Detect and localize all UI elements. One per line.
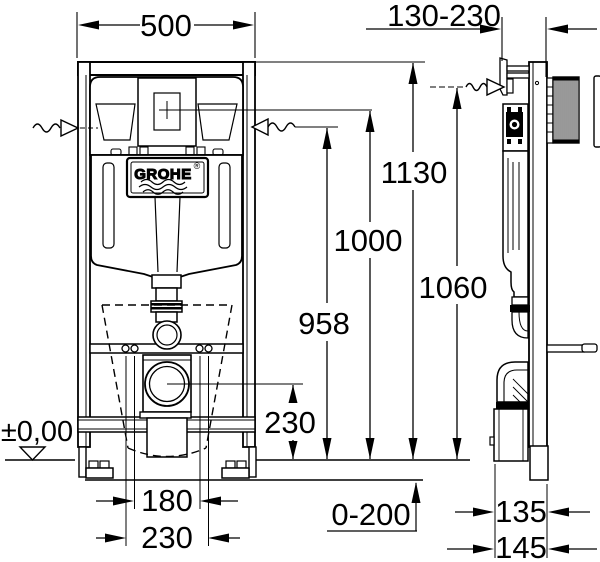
level-triangle-icon — [18, 446, 47, 462]
water-supply-arrows — [32, 77, 506, 138]
wall-strip — [593, 75, 600, 148]
floor-level-label: ±0,00 — [1, 416, 73, 448]
dim-bracket-depth-range-label: 130-230 — [387, 0, 501, 33]
cistern-profile — [502, 150, 529, 298]
tank-molding-left — [95, 103, 136, 141]
dim-bracket-height: 1060 — [419, 88, 488, 459]
wc-pan-outline — [101, 304, 233, 458]
dim-bracket-depth-range: 130-230 — [366, 0, 597, 77]
dim-depths: 135 145 — [447, 464, 597, 562]
dim-frame-width: 500 — [76, 8, 256, 58]
dim-flush-pipe-height-label: 1000 — [334, 223, 403, 258]
dim-outlet-height-label: 230 — [264, 405, 316, 440]
logo-waves — [138, 178, 188, 195]
dim-supply-height: 958 — [295, 126, 350, 459]
dim-depth-135-label: 135 — [495, 494, 547, 529]
dim-frame-height-label: 1130 — [381, 155, 448, 190]
dim-bolt-spacing-230-label: 230 — [141, 520, 193, 555]
dimensions: 500 130-230 1130 1000 — [76, 0, 597, 562]
grohe-logo-plate: GROHE ® — [125, 156, 210, 199]
registered-mark: ® — [194, 161, 201, 171]
side-rail — [528, 61, 548, 448]
dim-bolt-spacing-180-label: 180 — [141, 483, 193, 518]
side-view — [489, 57, 600, 481]
actuator-rod — [546, 343, 598, 353]
floor-reference: ±0,00 — [1, 416, 470, 481]
dim-outlet-height: 230 — [167, 383, 316, 459]
dim-foot-adjust-label: 0-200 — [331, 497, 410, 532]
tank-molding-right — [197, 103, 238, 141]
flush-pipe-side — [510, 296, 530, 339]
dim-foot-adjust: 0-200 — [327, 482, 421, 532]
front-view: GROHE ® — [77, 61, 257, 479]
thread-hatching — [554, 79, 578, 141]
outlet-side — [489, 361, 529, 462]
dim-supply-height-label: 958 — [298, 306, 350, 341]
grohe-logo-text: GROHE — [134, 166, 192, 183]
dim-depth-145-label: 145 — [495, 530, 547, 562]
mounting-bolts — [121, 344, 213, 353]
side-foot — [529, 445, 549, 481]
dim-frame-width-label: 500 — [140, 8, 192, 43]
dim-flush-pipe-height: 1000 — [159, 109, 403, 459]
side-panel-right — [218, 162, 231, 249]
dim-bolt-spacings: 180 230 — [96, 356, 240, 555]
frame — [77, 61, 256, 448]
side-panel-left — [102, 162, 115, 249]
dim-frame-height: 1130 — [256, 61, 448, 459]
outlet — [139, 354, 192, 458]
frame-feet — [78, 446, 257, 479]
dim-bracket-height-label: 1060 — [419, 270, 488, 305]
supply-arrow-side-icon — [486, 77, 506, 97]
wall-anchor — [546, 75, 600, 148]
flush-pipe — [150, 274, 183, 350]
fixing-box — [502, 103, 529, 152]
supply-arrow-left-icon — [60, 118, 80, 138]
